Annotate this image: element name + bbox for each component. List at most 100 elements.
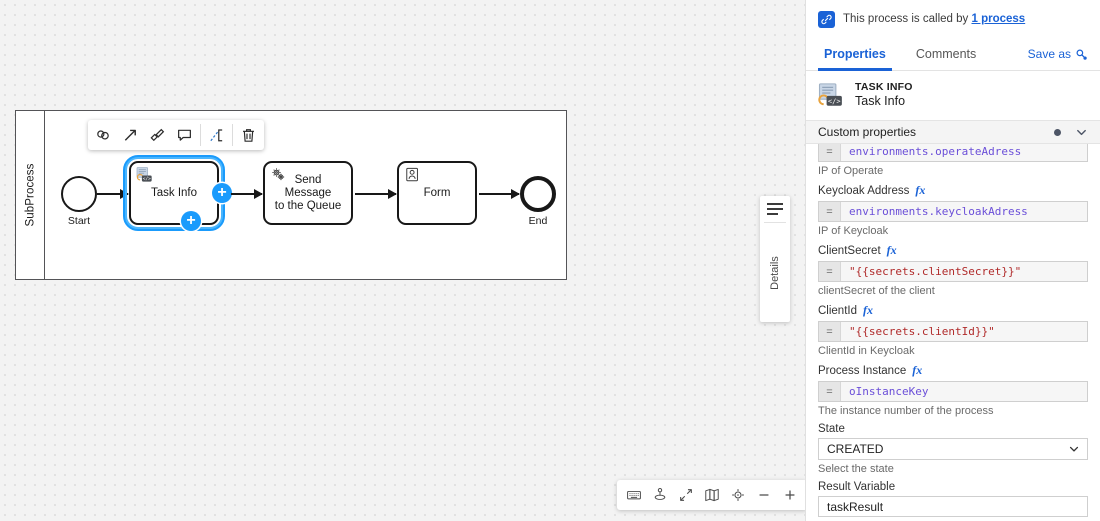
- tab-comments[interactable]: Comments: [915, 46, 977, 61]
- subprocess-pool[interactable]: SubProcess Start </> Task Info: [15, 110, 567, 280]
- client-secret-label-text: ClientSecret: [818, 244, 881, 257]
- task-node-label: Send Message to the Queue: [274, 173, 342, 212]
- feel-equals-icon: =: [819, 322, 841, 341]
- keycloak-address-label-text: Keycloak Address: [818, 184, 910, 197]
- fx-toggle-icon[interactable]: fx: [912, 363, 923, 377]
- save-as-icon: [1076, 49, 1087, 60]
- pool-label-text: SubProcess: [24, 163, 37, 227]
- field-state: State CREATED Select the state: [818, 423, 1088, 475]
- append-element-bottom-handle[interactable]: +: [181, 211, 201, 231]
- bpmn-canvas[interactable]: SubProcess Start </> Task Info: [0, 0, 805, 521]
- append-end-event-icon[interactable]: [117, 122, 144, 148]
- fit-viewport-icon[interactable]: [674, 483, 698, 507]
- called-by-label: This process is called by: [843, 13, 969, 25]
- task-node-label: Form: [423, 186, 451, 199]
- custom-properties-group-header[interactable]: Custom properties: [806, 120, 1100, 144]
- task-node-label: Task Info: [150, 186, 198, 199]
- task-node-form[interactable]: Form: [397, 161, 477, 225]
- client-id-hint: ClientId in Keycloak: [818, 345, 915, 357]
- state-hint: Select the state: [818, 463, 894, 475]
- result-variable-label-text: Result Variable: [818, 481, 896, 493]
- sequence-flow-form-end[interactable]: [479, 189, 520, 199]
- start-event[interactable]: [61, 176, 97, 212]
- pool-label: SubProcess: [16, 111, 45, 279]
- field-process-instance: Process Instance fx = oInstanceKey The i…: [818, 363, 1088, 417]
- state-label-text: State: [818, 423, 845, 435]
- connect-icon[interactable]: [203, 122, 230, 148]
- result-variable-value: taskResult: [827, 499, 884, 514]
- process-instance-input[interactable]: = oInstanceKey: [818, 381, 1088, 402]
- hand-tool-icon[interactable]: [648, 483, 672, 507]
- client-secret-value: "{{secrets.clientSecret}}": [849, 265, 1022, 278]
- panel-tabs: Properties Comments Save as: [806, 38, 1100, 71]
- properties-panel: This process is called by 1 process Prop…: [805, 0, 1100, 521]
- details-rail-label: Details: [769, 255, 781, 290]
- tab-properties[interactable]: Properties: [818, 38, 892, 71]
- element-type: TASK INFO: [855, 81, 913, 93]
- task-node-task-info[interactable]: </> Task Info: [123, 155, 225, 231]
- field-result-variable: Result Variable taskResult: [818, 481, 1088, 517]
- properties-scroll-area[interactable]: = environments.operateAdress IP of Opera…: [806, 144, 1100, 521]
- delete-icon[interactable]: [235, 122, 262, 148]
- feel-equals-icon: =: [819, 144, 841, 161]
- field-client-secret: ClientSecret fx = "{{secrets.clientSecre…: [818, 243, 1088, 297]
- context-pad[interactable]: [88, 120, 264, 150]
- client-secret-input[interactable]: = "{{secrets.clientSecret}}": [818, 261, 1088, 282]
- minimap-icon[interactable]: [700, 483, 724, 507]
- client-id-label-text: ClientId: [818, 304, 857, 317]
- keycloak-address-input[interactable]: = environments.keycloakAdress: [818, 201, 1088, 222]
- sequence-flow-sendmessage-form[interactable]: [355, 189, 397, 199]
- save-as-button[interactable]: Save as: [1028, 47, 1088, 61]
- pad-divider: [200, 124, 201, 146]
- append-element-right-handle[interactable]: +: [212, 183, 232, 203]
- client-secret-hint: clientSecret of the client: [818, 285, 935, 297]
- client-id-value: "{{secrets.clientId}}": [849, 325, 995, 338]
- fx-toggle-icon[interactable]: fx: [886, 243, 897, 257]
- svg-text:</>: </>: [828, 97, 841, 105]
- pad-divider: [232, 124, 233, 146]
- called-by-link[interactable]: 1 process: [971, 13, 1026, 25]
- rail-divider: [764, 222, 786, 223]
- sequence-flow-start-taskinfo[interactable]: [97, 189, 129, 199]
- keycloak-address-hint: IP of Keycloak: [818, 225, 889, 237]
- element-name: Task Info: [855, 94, 906, 108]
- append-gateway-icon[interactable]: [144, 122, 171, 148]
- state-select[interactable]: CREATED: [818, 438, 1088, 460]
- modified-dot-icon: [1054, 128, 1061, 136]
- zoom-out-icon[interactable]: [752, 483, 776, 507]
- details-rail[interactable]: Details: [760, 196, 790, 322]
- result-variable-input[interactable]: taskResult: [818, 496, 1088, 517]
- append-text-annotation-icon[interactable]: [171, 122, 198, 148]
- feel-equals-icon: =: [819, 202, 841, 221]
- client-id-label: ClientId fx: [818, 303, 1088, 318]
- process-instance-label-text: Process Instance: [818, 364, 907, 377]
- link-icon: [818, 10, 835, 28]
- sequence-flow-taskinfo-sendmessage[interactable]: [231, 189, 263, 199]
- field-client-id: ClientId fx = "{{secrets.clientId}}" Cli…: [818, 303, 1088, 357]
- zoom-in-icon[interactable]: [778, 483, 802, 507]
- field-keycloak-address: Keycloak Address fx = environments.keycl…: [818, 183, 1088, 237]
- operate-address-input[interactable]: = environments.operateAdress: [818, 144, 1088, 162]
- keycloak-address-value: environments.keycloakAdress: [849, 205, 1028, 218]
- client-id-input[interactable]: = "{{secrets.clientId}}": [818, 321, 1088, 342]
- canvas-toolbar[interactable]: [617, 480, 805, 510]
- end-event[interactable]: [520, 176, 556, 212]
- field-operate-address: = environments.operateAdress IP of Opera…: [818, 144, 1088, 177]
- called-by-text: This process is called by 1 process: [843, 13, 1025, 25]
- task-node-send-message[interactable]: Send Message to the Queue: [263, 161, 353, 225]
- fx-toggle-icon[interactable]: fx: [863, 303, 873, 317]
- feel-equals-icon: =: [819, 262, 841, 281]
- keyboard-shortcuts-icon[interactable]: [622, 483, 646, 507]
- save-as-label: Save as: [1027, 47, 1071, 61]
- list-icon: [767, 203, 783, 215]
- chevron-down-icon[interactable]: [1075, 126, 1088, 139]
- reset-zoom-icon[interactable]: [726, 483, 750, 507]
- start-event-label: Start: [67, 215, 91, 227]
- group-title: Custom properties: [818, 125, 917, 139]
- custom-properties-fields: = environments.operateAdress IP of Opera…: [806, 144, 1100, 517]
- fx-toggle-icon[interactable]: fx: [915, 183, 926, 197]
- append-task-icon[interactable]: [90, 122, 117, 148]
- keycloak-address-label: Keycloak Address fx: [818, 183, 1088, 198]
- client-secret-label: ClientSecret fx: [818, 243, 1088, 258]
